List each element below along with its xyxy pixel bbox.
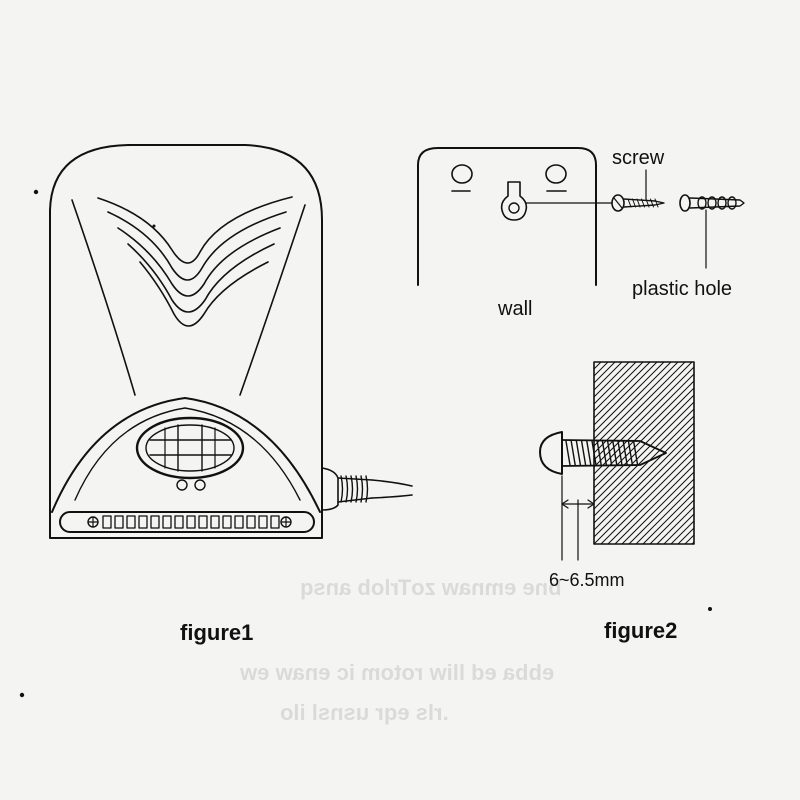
- screw-thread: [632, 198, 636, 208]
- anchor-rib: [727, 196, 737, 210]
- hatch-line: [593, 361, 630, 398]
- wall-label: wall: [498, 298, 533, 320]
- led-cell: [186, 515, 196, 529]
- cord-ring: [345, 475, 349, 503]
- hatch-line: [593, 361, 658, 426]
- led-cell: [222, 515, 232, 529]
- anchor-rib: [697, 196, 707, 210]
- hatch-line: [593, 361, 672, 440]
- hatch-line: [593, 436, 695, 538]
- led-cell: [270, 515, 280, 529]
- hatch-line: [614, 464, 695, 545]
- hatch-line: [677, 527, 695, 545]
- shank-thread: [591, 440, 597, 466]
- hatch-line: [593, 361, 686, 454]
- anchor-rib: [707, 196, 717, 210]
- hatch-line: [649, 499, 695, 545]
- led-cell: [258, 515, 268, 529]
- hatch-line: [670, 520, 695, 545]
- hatch-line: [593, 366, 695, 468]
- hatch-line: [593, 361, 623, 391]
- hatch-line: [593, 443, 695, 545]
- led-cell: [198, 515, 208, 529]
- hatch-line: [691, 541, 695, 545]
- hatch-line: [593, 361, 609, 377]
- screw-thread: [645, 198, 650, 208]
- led-cell: [174, 515, 184, 529]
- hatch-line: [593, 415, 695, 517]
- cord-ring: [350, 475, 354, 503]
- mounting-back-illustration: [417, 147, 745, 286]
- led-cell: [138, 515, 148, 529]
- hatch-line: [593, 429, 695, 531]
- hatch-line: [642, 492, 695, 545]
- led-cell: [102, 515, 112, 529]
- hatch-line: [593, 394, 695, 496]
- hatch-line: [593, 401, 695, 503]
- screw-label: screw: [612, 147, 665, 169]
- hatch-line: [635, 485, 695, 545]
- wall-section-illustration: [539, 361, 695, 561]
- hatch-line: [593, 361, 651, 419]
- led-cell: [234, 515, 244, 529]
- hatch-line: [593, 361, 665, 433]
- led-cell: [210, 515, 220, 529]
- hatch-line: [607, 457, 695, 545]
- hatch-line: [621, 471, 695, 545]
- shank-thread: [601, 440, 608, 466]
- hatch-line: [593, 361, 637, 405]
- led-cell: [114, 515, 124, 529]
- hatch-line: [593, 361, 644, 412]
- figure1-caption: figure1: [180, 620, 254, 645]
- hatch-line: [656, 506, 695, 545]
- shank-thread: [617, 440, 623, 466]
- hatch-line: [593, 361, 602, 370]
- screw-thread: [627, 198, 632, 208]
- hatch-line: [628, 478, 695, 545]
- led-cell: [126, 515, 136, 529]
- screw-thread: [650, 198, 654, 208]
- led-cell: [150, 515, 160, 529]
- plastic-hole-label: plastic hole: [632, 278, 733, 300]
- screw-thread: [654, 198, 659, 208]
- shank-thread: [575, 440, 582, 466]
- shank-thread: [596, 440, 602, 466]
- hatch-line: [593, 361, 679, 447]
- hatch-line: [593, 408, 695, 510]
- shank-thread: [622, 440, 628, 466]
- shank-thread: [586, 440, 592, 466]
- hatch-line: [593, 380, 695, 482]
- shank-thread: [612, 440, 618, 466]
- hatch-line: [593, 361, 616, 384]
- led-cell: [162, 515, 172, 529]
- hatch-line: [684, 534, 695, 545]
- shank-thread: [570, 440, 576, 466]
- figure2-caption: figure2: [604, 618, 678, 643]
- screw-thread: [636, 198, 641, 208]
- shank-thread: [627, 440, 634, 466]
- shank-thread: [632, 440, 639, 466]
- cord-ring: [340, 475, 344, 503]
- led-cell: [246, 515, 256, 529]
- screw-thread: [641, 198, 645, 208]
- hatch-line: [593, 387, 695, 489]
- hatch-line: [593, 361, 693, 461]
- dimension-label: 6~6.5mm: [549, 570, 625, 590]
- cord-ring: [355, 475, 359, 503]
- cord-ring: [365, 475, 369, 503]
- hatch-line: [663, 513, 695, 545]
- shank-thread: [565, 440, 571, 466]
- device-illustration: [49, 144, 413, 539]
- shank-thread: [606, 440, 613, 466]
- hatch-line: [593, 422, 695, 524]
- cord-sleeve: [337, 477, 373, 503]
- hatch-line: [600, 450, 695, 545]
- anchor-rib: [717, 196, 727, 210]
- shank-thread: [580, 440, 587, 466]
